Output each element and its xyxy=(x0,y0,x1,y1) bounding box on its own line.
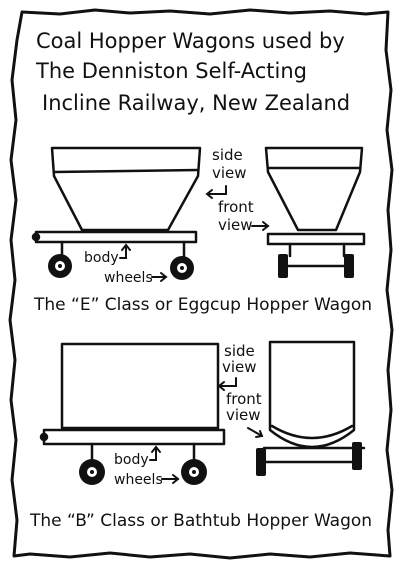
e-class-side-view-arrow xyxy=(205,185,227,199)
title-line-2: The Denniston Self-Acting xyxy=(35,59,307,83)
b-class-wheels-arrow xyxy=(161,474,180,484)
b-class-side-view-label: side xyxy=(224,342,255,360)
b-class-side-coupler xyxy=(39,432,49,442)
title-line-1: Coal Hopper Wagons used by xyxy=(36,29,345,53)
b-class-wheels-label: wheels xyxy=(114,472,163,488)
b-class-front-wheel-left xyxy=(256,448,266,476)
b-class-front-view-label: front xyxy=(226,390,262,408)
b-class-front-view xyxy=(262,340,366,464)
e-class-body-arrow xyxy=(119,243,131,259)
b-class-side-view xyxy=(39,342,226,462)
e-class-front-body xyxy=(264,146,364,232)
b-class-side-frame xyxy=(42,428,226,446)
e-class-side-frame xyxy=(34,230,198,244)
e-class-front-view xyxy=(264,146,366,268)
e-class-wheels-arrow xyxy=(151,272,168,282)
page-border xyxy=(8,8,394,560)
b-class-front-view-label-2: view xyxy=(226,406,261,424)
b-class-caption: The “B” Class or Bathtub Hopper Wagon xyxy=(29,511,372,531)
e-class-front-wheel-right xyxy=(344,254,354,278)
e-class-side-view xyxy=(31,146,202,260)
b-class-side-view-arrow xyxy=(217,377,237,391)
e-class-front-wheel-left xyxy=(278,254,288,278)
e-class-side-wheel-right xyxy=(170,256,194,280)
b-class-body-arrow xyxy=(149,445,161,461)
b-class-side-wheel-right xyxy=(181,459,207,485)
e-class-front-view-arrow xyxy=(251,221,270,231)
e-class-side-view-label-2: view xyxy=(212,164,247,182)
b-class-side-view-label-2: view xyxy=(222,358,257,376)
title-line-3: Incline Railway, New Zealand xyxy=(42,91,350,115)
e-class-side-body-rim xyxy=(52,168,200,174)
e-class-front-frame xyxy=(266,232,366,246)
e-class-body-label: body xyxy=(84,250,119,266)
b-class-front-view-arrow xyxy=(247,427,264,438)
e-class-front-view-label-2: view xyxy=(218,216,253,234)
e-class-side-wheel-left xyxy=(48,254,72,278)
e-class-side-coupler xyxy=(31,232,41,242)
e-class-side-body xyxy=(50,146,202,232)
e-class-front-view-label: front xyxy=(218,198,254,216)
e-class-wheels-label: wheels xyxy=(104,270,153,286)
b-class-side-wheel-left xyxy=(79,459,105,485)
b-class-body-label: body xyxy=(114,452,149,468)
e-class-side-view-label: side xyxy=(212,146,243,164)
b-class-front-wheel-right xyxy=(352,442,362,470)
b-class-side-body xyxy=(60,342,220,430)
e-class-caption: The “E” Class or Eggcup Hopper Wagon xyxy=(33,295,372,315)
